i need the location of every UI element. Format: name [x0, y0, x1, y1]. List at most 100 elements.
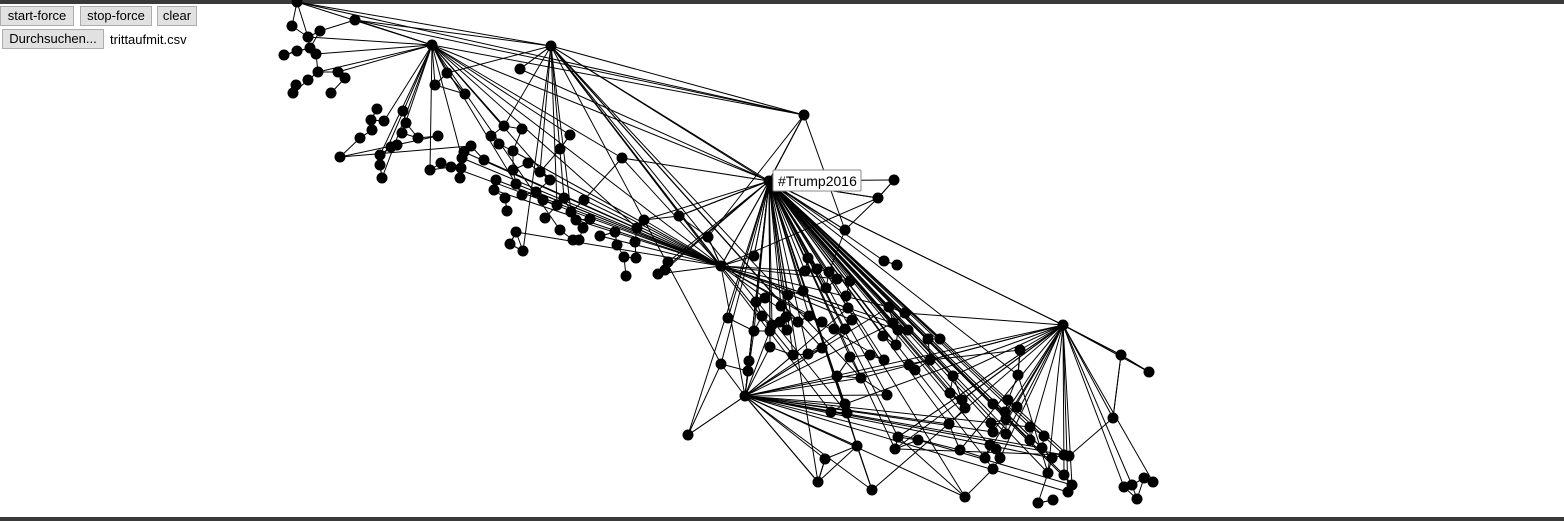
graph-node[interactable]	[522, 157, 534, 169]
graph-node[interactable]	[554, 143, 566, 155]
graph-node[interactable]	[1014, 344, 1026, 356]
graph-node[interactable]	[798, 109, 810, 121]
graph-node[interactable]	[866, 484, 878, 496]
graph-node[interactable]	[1058, 469, 1070, 481]
browse-button[interactable]: Durchsuchen...	[2, 29, 104, 49]
graph-node[interactable]	[501, 205, 513, 217]
graph-node[interactable]	[1143, 366, 1155, 378]
graph-node[interactable]	[1032, 497, 1044, 509]
graph-node[interactable]	[1000, 413, 1012, 425]
graph-node[interactable]	[584, 213, 596, 225]
graph-node[interactable]	[565, 206, 577, 218]
graph-node[interactable]	[314, 25, 326, 37]
graph-node[interactable]	[1024, 421, 1036, 433]
graph-node[interactable]	[890, 339, 902, 351]
graph-node[interactable]	[748, 325, 760, 337]
graph-node[interactable]	[759, 292, 771, 304]
graph-node[interactable]	[334, 151, 346, 163]
graph-node[interactable]	[616, 152, 628, 164]
graph-node[interactable]	[839, 398, 851, 410]
graph-node[interactable]	[397, 105, 409, 117]
graph-node[interactable]	[1036, 442, 1048, 454]
graph-node[interactable]	[488, 184, 500, 196]
graph-node[interactable]	[878, 354, 890, 366]
graph-node[interactable]	[1147, 476, 1159, 488]
graph-node[interactable]	[839, 224, 851, 236]
graph-node[interactable]	[764, 325, 776, 337]
graph-node[interactable]	[302, 31, 314, 43]
graph-node[interactable]	[349, 14, 361, 26]
graph-node[interactable]	[816, 342, 828, 354]
graph-node[interactable]	[715, 260, 727, 272]
graph-node[interactable]	[750, 296, 762, 308]
graph-node[interactable]	[820, 282, 832, 294]
graph-node[interactable]	[1047, 494, 1059, 506]
graph-node[interactable]	[802, 348, 814, 360]
graph-node[interactable]	[742, 365, 754, 377]
graph-node[interactable]	[374, 149, 386, 161]
graph-node[interactable]	[287, 87, 299, 99]
graph-node[interactable]	[840, 290, 852, 302]
graph-node[interactable]	[947, 370, 959, 382]
graph-node[interactable]	[291, 0, 303, 8]
graph-node[interactable]	[943, 418, 955, 430]
graph-node[interactable]	[924, 354, 936, 366]
graph-node[interactable]	[577, 222, 589, 234]
graph-node[interactable]	[378, 115, 390, 127]
graph-node[interactable]	[376, 172, 388, 184]
graph-node[interactable]	[510, 178, 522, 190]
graph-node[interactable]	[445, 161, 457, 173]
graph-node[interactable]	[775, 300, 787, 312]
graph-node[interactable]	[530, 186, 542, 198]
start-force-button[interactable]: start-force	[0, 6, 74, 26]
graph-node[interactable]	[841, 407, 853, 419]
graph-node[interactable]	[618, 251, 630, 263]
graph-node[interactable]	[629, 236, 641, 248]
graph-node[interactable]	[620, 270, 632, 282]
graph-node[interactable]	[374, 159, 386, 171]
graph-node[interactable]	[400, 117, 412, 129]
graph-node[interactable]	[652, 268, 664, 280]
graph-node[interactable]	[799, 265, 811, 277]
graph-node[interactable]	[825, 406, 837, 418]
graph-node[interactable]	[558, 192, 570, 204]
graph-node[interactable]	[883, 301, 895, 313]
graph-node[interactable]	[987, 398, 999, 410]
graph-node[interactable]	[1002, 394, 1014, 406]
graph-node[interactable]	[811, 263, 823, 275]
graph-node[interactable]	[1038, 430, 1050, 442]
graph-node[interactable]	[1057, 319, 1069, 331]
graph-node[interactable]	[985, 417, 997, 429]
graph-node[interactable]	[912, 434, 924, 446]
graph-node[interactable]	[332, 66, 344, 78]
graph-node[interactable]	[544, 174, 556, 186]
graph-node[interactable]	[673, 210, 685, 222]
graph-node[interactable]	[878, 255, 890, 267]
graph-node-highlighted[interactable]	[763, 175, 775, 187]
graph-node[interactable]	[979, 452, 991, 464]
graph-node[interactable]	[459, 88, 471, 100]
graph-node[interactable]	[1000, 428, 1012, 440]
graph-node[interactable]	[748, 250, 760, 262]
graph-node[interactable]	[517, 245, 529, 257]
graph-node[interactable]	[831, 370, 843, 382]
graph-node[interactable]	[1012, 369, 1024, 381]
graph-node[interactable]	[534, 166, 546, 178]
graph-node[interactable]	[1042, 467, 1054, 479]
graph-node[interactable]	[877, 330, 889, 342]
graph-node[interactable]	[819, 453, 831, 465]
graph-node[interactable]	[507, 145, 519, 157]
graph-node[interactable]	[537, 194, 549, 206]
graph-node[interactable]	[291, 45, 303, 57]
graph-node[interactable]	[797, 285, 809, 297]
graph-node[interactable]	[892, 431, 904, 443]
graph-node[interactable]	[1046, 452, 1058, 464]
graph-node[interactable]	[578, 194, 590, 206]
graph-node[interactable]	[855, 372, 867, 384]
graph-node[interactable]	[839, 323, 851, 335]
graph-node[interactable]	[499, 192, 511, 204]
graph-node[interactable]	[302, 74, 314, 86]
graph-node[interactable]	[455, 162, 467, 174]
graph-node[interactable]	[959, 402, 971, 414]
graph-node[interactable]	[1131, 493, 1143, 505]
